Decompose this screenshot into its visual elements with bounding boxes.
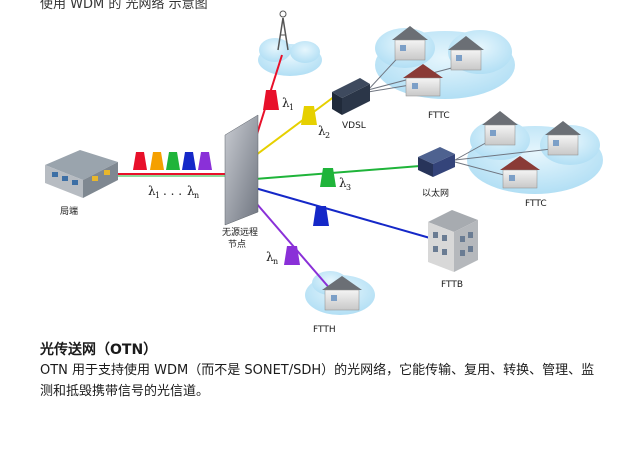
filter-lambda-1 xyxy=(263,90,279,110)
lambda-1-label-symbol: λ xyxy=(282,96,290,110)
lambda-1-symbol: λ xyxy=(148,184,156,198)
cropped-caption-fragment: 使用 WDM 的 光网络 示意图 xyxy=(40,0,208,12)
filter-lambda-3 xyxy=(320,168,336,187)
lambda-1-subscript: 1 xyxy=(155,191,160,200)
house-icon xyxy=(545,121,581,156)
passive-remote-node xyxy=(224,114,259,226)
passive-node-label-line2: 节点 xyxy=(228,239,246,250)
lambda-range-dots: . . . xyxy=(163,184,182,198)
lambda-n-symbol: λ xyxy=(187,184,195,198)
ftth-label: FTTH xyxy=(313,325,336,335)
lambda-n-label: λ n xyxy=(266,250,278,266)
house-icon xyxy=(403,64,443,97)
ethernet-label: 以太网 xyxy=(422,187,449,199)
lambda-n-subscript: n xyxy=(194,191,199,200)
section-title: 光传送网（OTN） xyxy=(40,342,158,358)
lambda-2-label-sub: 2 xyxy=(325,131,330,140)
lambda-n-label-sub: n xyxy=(273,257,278,266)
ethernet-switch-device xyxy=(418,147,455,177)
office-building-icon xyxy=(428,210,478,272)
lambda-1-label: λ 1 xyxy=(282,96,294,112)
filter-lambda-n xyxy=(284,246,300,265)
house-icon xyxy=(482,111,518,146)
fttc-mid-label: FTTC xyxy=(525,199,547,209)
lambda-3-label-symbol: λ xyxy=(339,176,347,190)
house-icon xyxy=(322,276,362,311)
cloud-antenna xyxy=(258,38,322,76)
vdsl-label: VDSL xyxy=(342,121,366,131)
lambda-3-label: λ 3 xyxy=(339,176,351,192)
lambda-1-label-sub: 1 xyxy=(289,103,294,112)
filter-lambda-2 xyxy=(301,106,317,125)
lambda-n-label-symbol: λ xyxy=(266,250,274,264)
lambda-3-label-sub: 3 xyxy=(346,183,351,192)
central-office-building xyxy=(45,150,118,198)
fttc-top-label: FTTC xyxy=(428,111,450,121)
central-office-label: 局端 xyxy=(60,205,78,217)
otn-network-diagram: 局端 λ 1 . . . λ n 无源远程 节点 λ 1 λ 2 xyxy=(45,10,603,335)
vdsl-dslam-device xyxy=(332,78,370,115)
lambda-2-label: λ 2 xyxy=(318,124,330,140)
section-body: OTN 用于支持使用 WDM（而不是 SONET/SDH）的光网络，它能传输、复… xyxy=(40,363,595,399)
fttb-label: FTTB xyxy=(441,280,463,290)
passive-node-label-line1: 无源远程 xyxy=(222,227,258,238)
lambda-2-label-symbol: λ xyxy=(318,124,326,138)
house-icon xyxy=(500,156,540,189)
filter-lambda-4 xyxy=(313,206,329,226)
house-icon xyxy=(448,36,484,71)
lambda-range-label: λ 1 . . . λ n xyxy=(148,184,199,200)
antenna-tower-icon xyxy=(277,10,289,51)
multiplexed-wavelengths xyxy=(133,152,212,170)
house-icon xyxy=(392,26,428,61)
